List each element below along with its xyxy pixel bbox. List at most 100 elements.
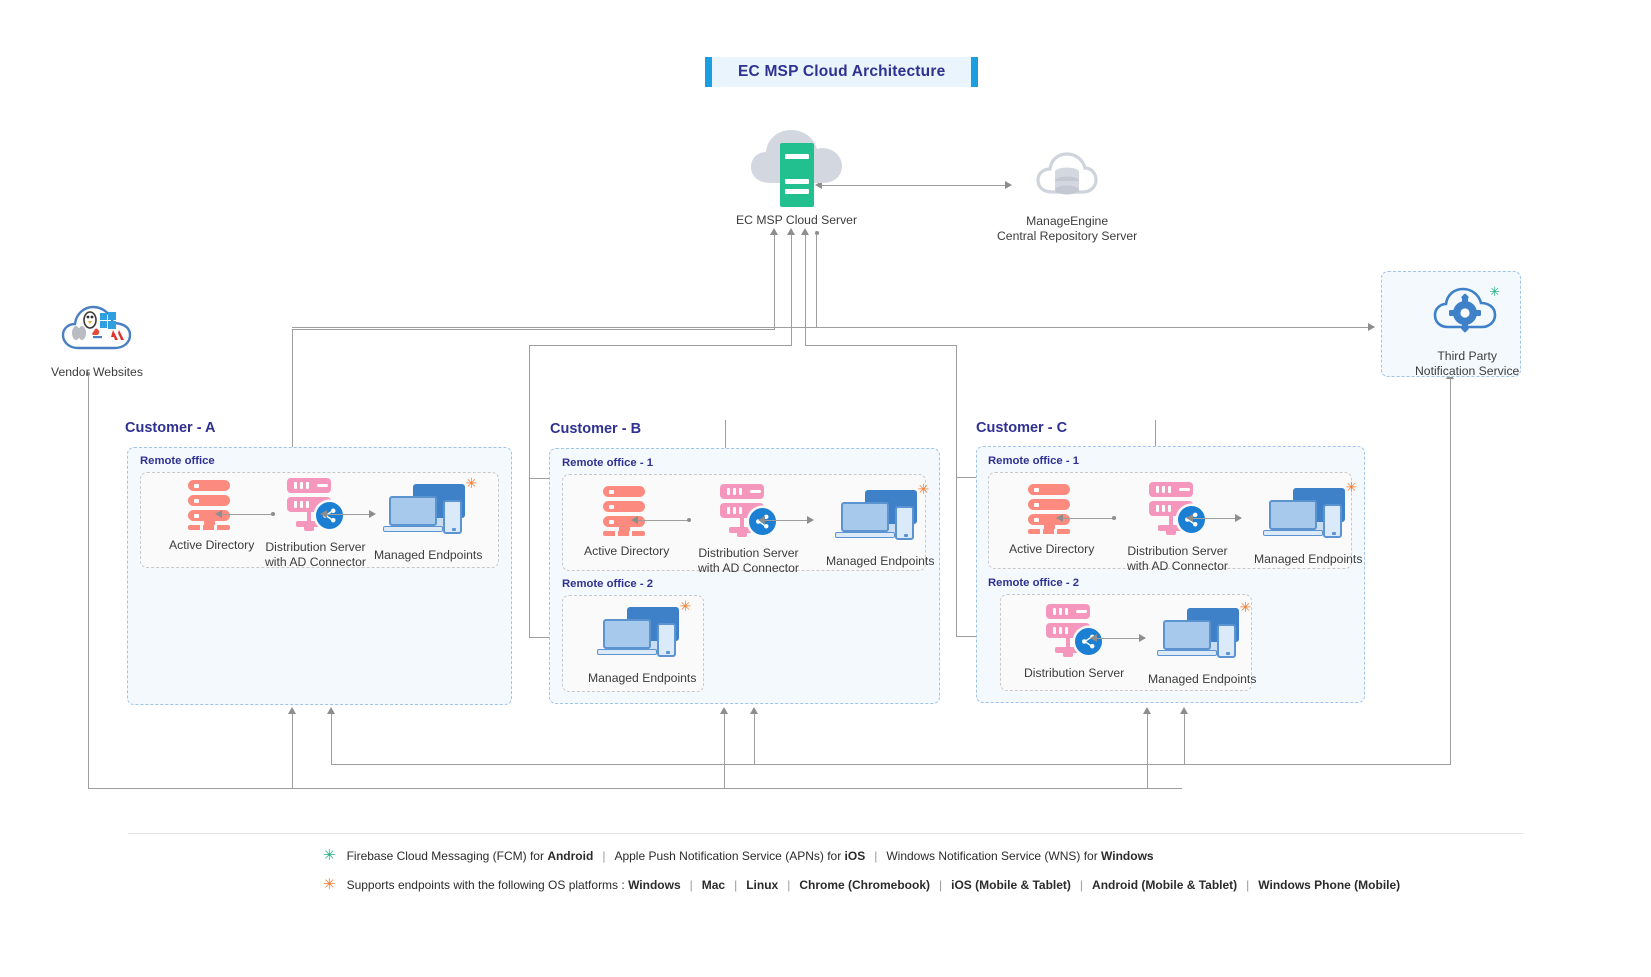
arrow-right [369, 510, 376, 518]
java-logo [92, 328, 100, 335]
node-label: Active Directory [584, 544, 670, 558]
connector-dot [86, 372, 90, 376]
node-label: Active Directory [169, 538, 255, 552]
connector-custC-to-cloud [805, 234, 807, 346]
connector-thirdparty-bus [331, 764, 1451, 766]
node-label-line2: with AD Connector [1127, 558, 1228, 573]
connector-ad-ds [221, 514, 273, 516]
node-distribution-server[interactable]: Distribution Server [1024, 604, 1124, 681]
arrow-left [758, 516, 765, 524]
node-managed-endpoints[interactable]: ✳ Managed Endpoints [1148, 600, 1256, 687]
node-managed-endpoints[interactable]: ✳ Managed Endpoints [588, 599, 697, 686]
customer-a-office-1-label: Remote office [140, 455, 215, 467]
arrow-right [1368, 323, 1375, 331]
connector-ds-endpoints [1096, 638, 1144, 640]
connector-cloud-repository [822, 185, 1007, 187]
connector-custA-to-cloud [774, 234, 776, 330]
connector-custC-ro2-drop [956, 477, 958, 637]
orange-asterisk-badge: ✳ [465, 475, 478, 491]
customer-c-office-2-label: Remote office - 2 [988, 577, 1080, 589]
arrow-right [1235, 514, 1242, 522]
connector-custA-drop [292, 329, 294, 475]
arrow-left [215, 510, 222, 518]
arrow-up [801, 228, 809, 235]
title-label: EC MSP Cloud Architecture [738, 63, 946, 80]
arrow-up [787, 228, 795, 235]
arrow-left [320, 510, 327, 518]
managed-endpoints-icon: ✳ [597, 599, 691, 665]
page-title: EC MSP Cloud Architecture [705, 57, 979, 87]
customer-a-label: Customer - A [125, 420, 216, 436]
connector-custB-ro2-drop [529, 478, 531, 638]
cloud-server-icon [749, 125, 845, 207]
node-managed-endpoints[interactable]: ✳ Managed Endpoints [374, 476, 483, 563]
share-badge-icon [1075, 628, 1103, 655]
node-label: Managed Endpoints [826, 554, 935, 568]
arrow-left [815, 181, 822, 189]
customer-b-label: Customer - B [550, 421, 642, 437]
distribution-server-icon [1043, 604, 1105, 660]
connector-custC-to-cloud-h [805, 345, 957, 347]
node-distribution-server[interactable]: Distribution Server with AD Connector [1127, 482, 1228, 574]
cloud-gear-icon: ✳ [1432, 285, 1502, 343]
connector-dot [687, 518, 691, 522]
arrow-up [770, 228, 778, 235]
share-badge-icon [1178, 506, 1206, 533]
arrow-left [1056, 514, 1063, 522]
adobe-logo [110, 330, 118, 340]
node-label-line2: with AD Connector [265, 554, 366, 569]
node-label-line1: Distribution Server [698, 546, 799, 560]
arrow-right [1005, 181, 1012, 189]
customer-c-label: Customer - C [976, 420, 1068, 436]
cloud-gear-shape [1433, 287, 1497, 333]
green-asterisk-icon: ✳ [323, 847, 336, 864]
arrow-up [1180, 707, 1188, 714]
title-accent-bar-right [971, 57, 979, 87]
customer-b-office-1-label: Remote office - 1 [562, 457, 654, 469]
ad-server-icon [1024, 484, 1080, 536]
arrow-up [720, 707, 728, 714]
node-manageengine-repository[interactable]: ManageEngine Central Repository Server [997, 152, 1137, 244]
node-distribution-server[interactable]: Distribution Server with AD Connector [265, 478, 366, 570]
connector-ad-ds [1062, 518, 1114, 520]
connector-dot [1112, 516, 1116, 520]
legend: ✳ Firebase Cloud Messaging (FCM) for And… [128, 833, 1523, 892]
node-label-line2: with AD Connector [698, 560, 799, 575]
distribution-server-icon [717, 484, 779, 540]
node-active-directory[interactable]: Active Directory [1009, 484, 1094, 557]
server-body [779, 143, 814, 207]
node-managed-endpoints[interactable]: ✳ Managed Endpoints [1254, 480, 1362, 567]
node-label: EC MSP Cloud Server [736, 213, 858, 227]
arrow-up [288, 707, 296, 714]
title-accent-bar-left [705, 57, 712, 87]
windows-logo [99, 313, 107, 320]
node-distribution-server[interactable]: Distribution Server with AD Connector [698, 484, 799, 576]
connector-dot [271, 512, 275, 516]
connector-ad-ds [637, 520, 689, 522]
apple-logo [71, 326, 86, 340]
connector-custB-to-cloud [791, 234, 793, 346]
connector-tp-to-custB [754, 713, 756, 765]
vendor-cloud-icon [60, 303, 134, 359]
arrow-left [1090, 634, 1097, 642]
node-active-directory[interactable]: Active Directory [169, 480, 254, 553]
node-label: Managed Endpoints [588, 671, 697, 685]
connector-ds-endpoints [764, 520, 812, 522]
arrow-right [807, 516, 814, 524]
node-managed-endpoints[interactable]: ✳ Managed Endpoints [826, 482, 935, 569]
node-label-line1: Distribution Server [265, 540, 366, 554]
managed-endpoints-icon: ✳ [1263, 480, 1357, 546]
connector-to-third-party [292, 327, 1374, 329]
node-third-party-notification[interactable]: ✳ Third Party Notification Service [1415, 285, 1519, 379]
node-vendor-websites[interactable]: Vendor Websites [51, 303, 143, 380]
node-ec-msp-cloud-server[interactable]: EC MSP Cloud Server [736, 125, 857, 228]
node-active-directory[interactable]: Active Directory [584, 486, 669, 559]
connector-vendor-bus [88, 788, 1182, 790]
node-label-line1: Third Party [1437, 349, 1497, 363]
orange-asterisk-badge: ✳ [917, 481, 930, 497]
node-label: Active Directory [1009, 542, 1095, 556]
orange-asterisk-badge: ✳ [679, 598, 692, 614]
node-label: Managed Endpoints [374, 548, 483, 562]
arrow-up [327, 707, 335, 714]
repository-cloud-icon [1036, 152, 1098, 208]
